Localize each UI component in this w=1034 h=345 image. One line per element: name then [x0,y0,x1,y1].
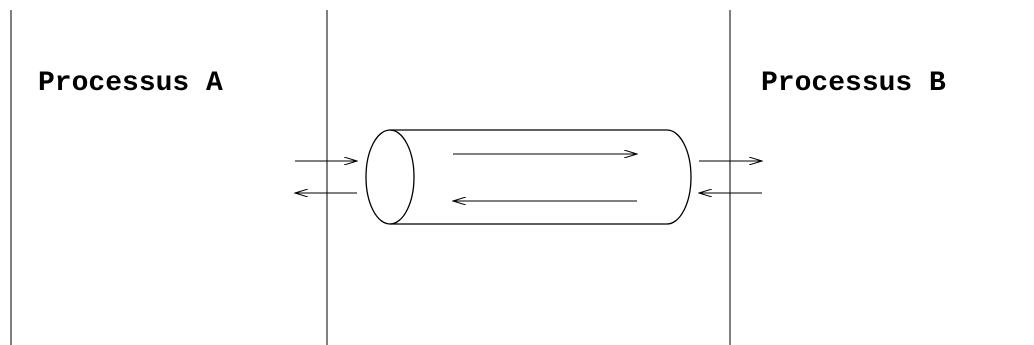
process-b-label: Processus B [761,68,946,99]
pipe-cylinder [365,129,692,225]
pipe-front-ellipse [365,129,415,225]
pipe-back-arc [666,129,692,225]
process-a-label: Processus A [38,68,223,99]
